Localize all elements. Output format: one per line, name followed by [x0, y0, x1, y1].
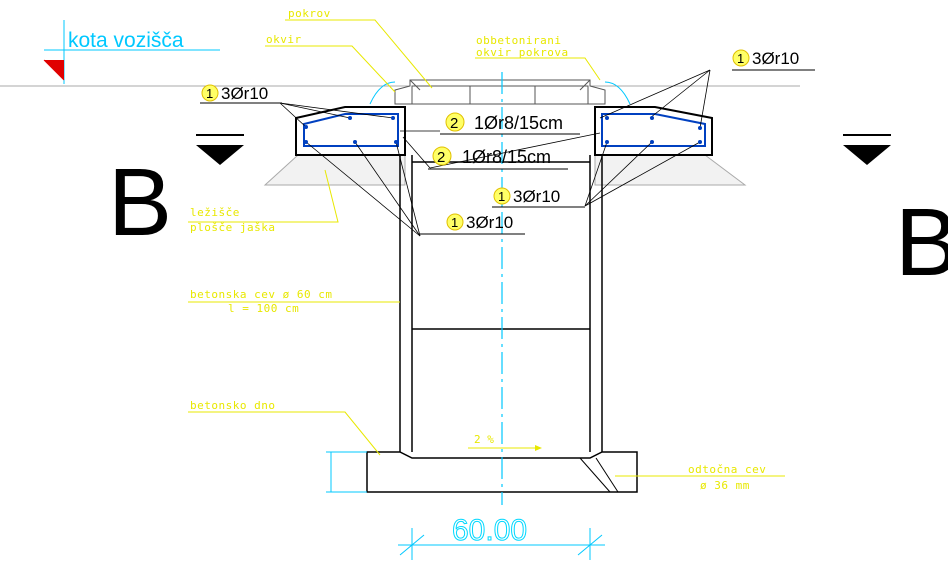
cover-frame-label-1: obbetonirani	[476, 34, 561, 47]
drain-pipe-line1	[579, 457, 611, 493]
svg-text:2: 2	[450, 115, 458, 132]
width-value: 60.00	[452, 514, 527, 547]
road-level-marker: kota vozišča	[43, 20, 220, 84]
rebar-label-left-top: 1 3Ør10	[200, 84, 282, 104]
rebar-label-center-bottom: 1 3Ør10	[420, 213, 525, 235]
svg-text:3Ør10: 3Ør10	[466, 213, 513, 232]
pipe-label-2: l = 100 cm	[228, 302, 299, 315]
drain-label-2: ø 36 mm	[700, 479, 750, 492]
rebar-label-right-mid: 1 3Ør10	[492, 187, 585, 208]
frame-curve-left	[369, 81, 396, 105]
width-dimension	[398, 528, 605, 560]
rebar-leaders	[279, 69, 711, 237]
yellow-leaders	[188, 19, 785, 477]
svg-text:1: 1	[498, 189, 505, 204]
seat-label-2: plošče jaška	[190, 221, 275, 234]
road-level-label: kota vozišča	[68, 29, 184, 52]
rebar-label-center-lower: 2 1Ør8/15cm	[428, 146, 568, 170]
section-label-right: B	[895, 189, 948, 296]
rebar-cage-right	[601, 113, 706, 147]
cover-label: pokrov	[288, 7, 331, 20]
slope-label: 2 %	[474, 433, 494, 446]
svg-text:3Ør10: 3Ør10	[752, 49, 799, 68]
svg-text:3Ør10: 3Ør10	[513, 187, 560, 206]
rebar-label-center-upper: 2 1Ør8/15cm	[440, 112, 580, 135]
drain-label-1: odtočna cev	[688, 463, 766, 476]
seat-label-1: ležišče	[190, 206, 240, 219]
svg-text:3Ør10: 3Ør10	[221, 84, 268, 103]
svg-text:2: 2	[437, 149, 445, 166]
manhole-cover	[394, 79, 606, 105]
svg-text:1: 1	[451, 215, 458, 230]
svg-text:1: 1	[737, 51, 744, 66]
ground-right	[594, 154, 747, 186]
pipe-label-1: betonska cev ø 60 cm	[190, 288, 332, 301]
section-arrow-right-icon	[843, 145, 891, 165]
svg-text:1Ør8/15cm: 1Ør8/15cm	[462, 147, 551, 167]
frame-label: okvir	[266, 33, 302, 46]
rebar-label-right-top: 1 3Ør10	[732, 49, 815, 71]
svg-text:1Ør8/15cm: 1Ør8/15cm	[474, 113, 563, 133]
cover-frame-label-2: okvir pokrova	[476, 46, 569, 59]
bottom-label: betonsko dno	[190, 399, 275, 412]
frame-curve-right	[604, 81, 631, 105]
rebar-dots	[304, 116, 702, 144]
section-label-left: B	[108, 149, 172, 256]
drain-pipe-line2	[595, 457, 619, 493]
section-arrow-left-icon	[196, 145, 244, 165]
svg-text:1: 1	[206, 86, 213, 101]
ground-left	[263, 154, 406, 186]
